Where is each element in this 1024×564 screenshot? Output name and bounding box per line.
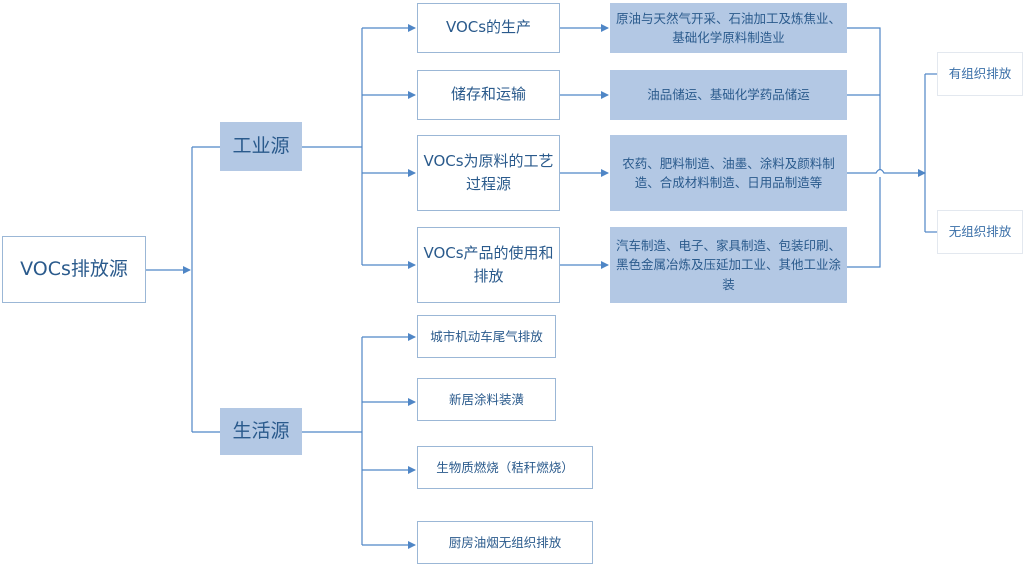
- industry-detail-usage: 汽车制造、电子、家具制造、包装印刷、黑色金属冶炼及压延加工业、其他工业涂装: [610, 227, 847, 303]
- collector-top: [847, 27, 881, 169]
- industry-node-process: VOCs为原料的工艺过程源: [417, 135, 560, 211]
- industry-detail-text: 油品储运、基础化学药品储运: [647, 87, 810, 103]
- life-node-biomass: 生物质燃烧（秸秆燃烧）: [417, 446, 593, 489]
- output-label: 无组织排放: [948, 224, 1012, 240]
- industry-node-production: VOCs的生产: [417, 3, 560, 53]
- industry-detail-text: 农药、肥料制造、油墨、涂料及颜料制造、合成材料制造、日用品制造等: [622, 155, 835, 190]
- output-fugitive: 无组织排放: [937, 210, 1023, 254]
- industry-detail-production: 原油与天然气开采、石油加工及炼焦业、基础化学原料制造业: [610, 3, 847, 53]
- root-label: VOCs排放源: [20, 257, 128, 280]
- industry-node-label: VOCs为原料的工艺过程源: [423, 151, 554, 193]
- category-life: 生活源: [220, 408, 302, 455]
- output-organized: 有组织排放: [937, 52, 1023, 96]
- industry-detail-text: 原油与天然气开采、石油加工及炼焦业、基础化学原料制造业: [615, 10, 841, 45]
- life-node-kitchen-fumes: 厨房油烟无组织排放: [417, 521, 593, 564]
- category-life-label: 生活源: [232, 419, 290, 442]
- root-node: VOCs排放源: [2, 236, 146, 303]
- industry-node-usage: VOCs产品的使用和排放: [417, 227, 560, 303]
- life-node-label: 生物质燃烧（秸秆燃烧）: [436, 459, 574, 475]
- industry-node-label: VOCs的生产: [445, 18, 532, 37]
- life-node-label: 新居涂料装潢: [448, 391, 524, 407]
- industry-node-label: 储存和运输: [450, 85, 526, 104]
- industry-detail-process: 农药、肥料制造、油墨、涂料及颜料制造、合成材料制造、日用品制造等: [610, 135, 847, 211]
- category-industry-label: 工业源: [232, 134, 290, 157]
- life-node-label: 城市机动车尾气排放: [430, 328, 543, 344]
- category-industry: 工业源: [220, 122, 302, 171]
- industry-node-storage: 储存和运输: [417, 70, 560, 120]
- life-node-decoration: 新居涂料装潢: [417, 378, 556, 421]
- life-node-label: 厨房油烟无组织排放: [448, 534, 562, 550]
- life-node-vehicle-exhaust: 城市机动车尾气排放: [417, 315, 556, 358]
- output-label: 有组织排放: [948, 66, 1012, 82]
- collector-bottom: [847, 177, 881, 268]
- industry-node-label: VOCs产品的使用和排放: [423, 243, 554, 285]
- collector-hop: [847, 168, 926, 177]
- industry-detail-storage: 油品储运、基础化学药品储运: [610, 70, 847, 120]
- industry-detail-text: 汽车制造、电子、家具制造、包装印刷、黑色金属冶炼及压延加工业、其他工业涂装: [615, 237, 841, 292]
